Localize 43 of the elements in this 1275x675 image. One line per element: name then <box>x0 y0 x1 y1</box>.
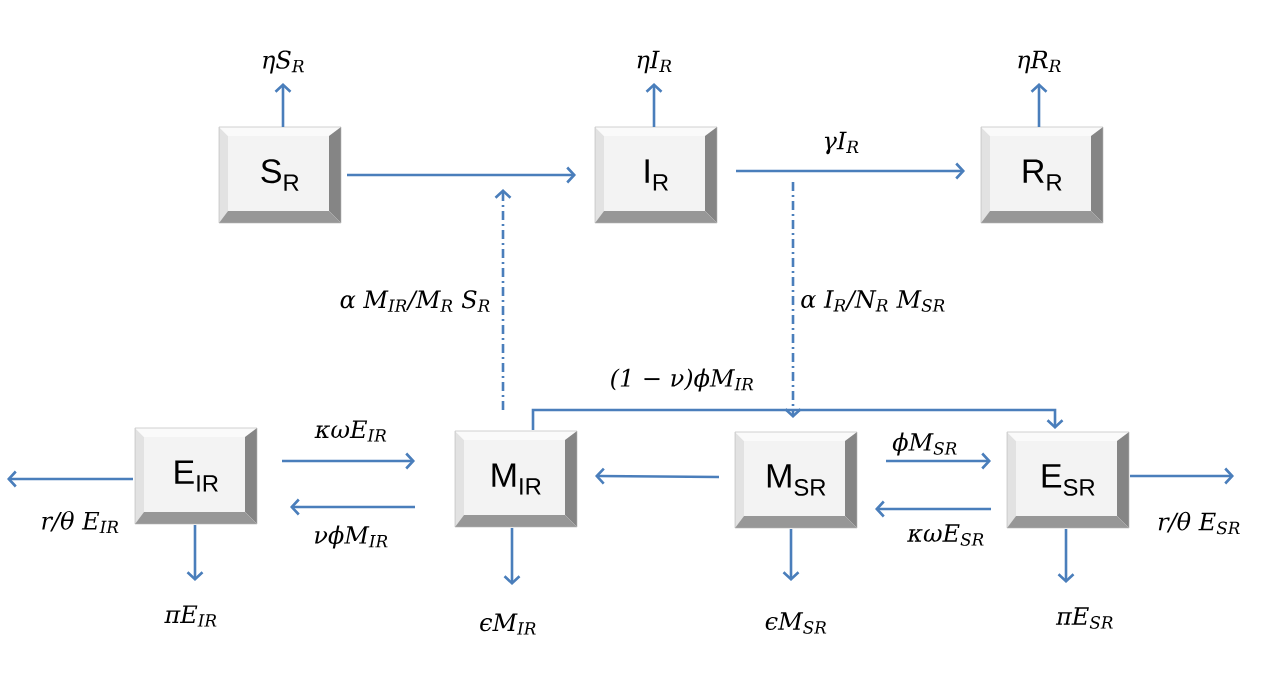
rate-label: ϵM$_{SR}$ <box>763 611 829 635</box>
dash-dot-arrow <box>784 182 802 418</box>
compartment-box: S$_{R}$ <box>218 126 342 224</box>
arrow <box>736 162 965 180</box>
arrow <box>347 166 576 184</box>
arrow <box>274 83 292 127</box>
arrow <box>595 467 719 485</box>
arrow <box>503 528 521 585</box>
rate-label: νϕM$_{IR}$ <box>312 524 390 550</box>
arrow <box>282 452 415 470</box>
rate-label: ϵM$_{IR}$ <box>478 612 538 636</box>
arrow <box>186 525 204 581</box>
rate-label: ηS$_{R}$ <box>260 49 306 75</box>
arrow <box>886 452 991 470</box>
compartment-box: M$_{SR}$ <box>734 431 858 529</box>
rate-label: ϕM$_{SR}$ <box>891 431 959 457</box>
arrow <box>645 83 663 127</box>
rate-label: r/θ E$_{IR}$ <box>39 509 121 535</box>
compartment-box: I$_{R}$ <box>594 126 718 224</box>
arrow <box>290 498 415 516</box>
arrow <box>1030 83 1048 127</box>
arrow <box>782 529 800 581</box>
compartment-box: E$_{IR}$ <box>134 427 258 525</box>
rate-label: α M$_{IR}$/M$_{R}$ S$_{R}$ <box>338 289 492 313</box>
rate-label: (1 − ν)ϕM$_{IR}$ <box>608 367 756 393</box>
rate-label: γI$_{R}$ <box>821 130 861 156</box>
rate-label: κωE$_{IR}$ <box>313 419 389 443</box>
arrow <box>7 470 133 488</box>
compartment-box: R$_{R}$ <box>980 126 1104 224</box>
rate-label: κωE$_{SR}$ <box>906 523 986 547</box>
compartment-box: M$_{IR}$ <box>454 430 578 528</box>
rate-label: α I$_{R}$/N$_{R}$ M$_{SR}$ <box>799 289 947 313</box>
compartment-box: E$_{SR}$ <box>1006 431 1130 529</box>
rate-label: ηR$_{R}$ <box>1015 49 1063 75</box>
arrow <box>875 500 991 518</box>
arrow <box>1130 467 1234 485</box>
rate-label: r/θ E$_{SR}$ <box>1156 510 1242 536</box>
rate-label: πE$_{IR}$ <box>163 604 219 628</box>
rate-label: ηI$_{R}$ <box>634 49 674 75</box>
rate-label: πE$_{SR}$ <box>1055 606 1115 630</box>
elbow-arrow <box>531 408 1064 430</box>
arrow <box>1057 529 1075 583</box>
dash-dot-arrow <box>494 189 512 410</box>
